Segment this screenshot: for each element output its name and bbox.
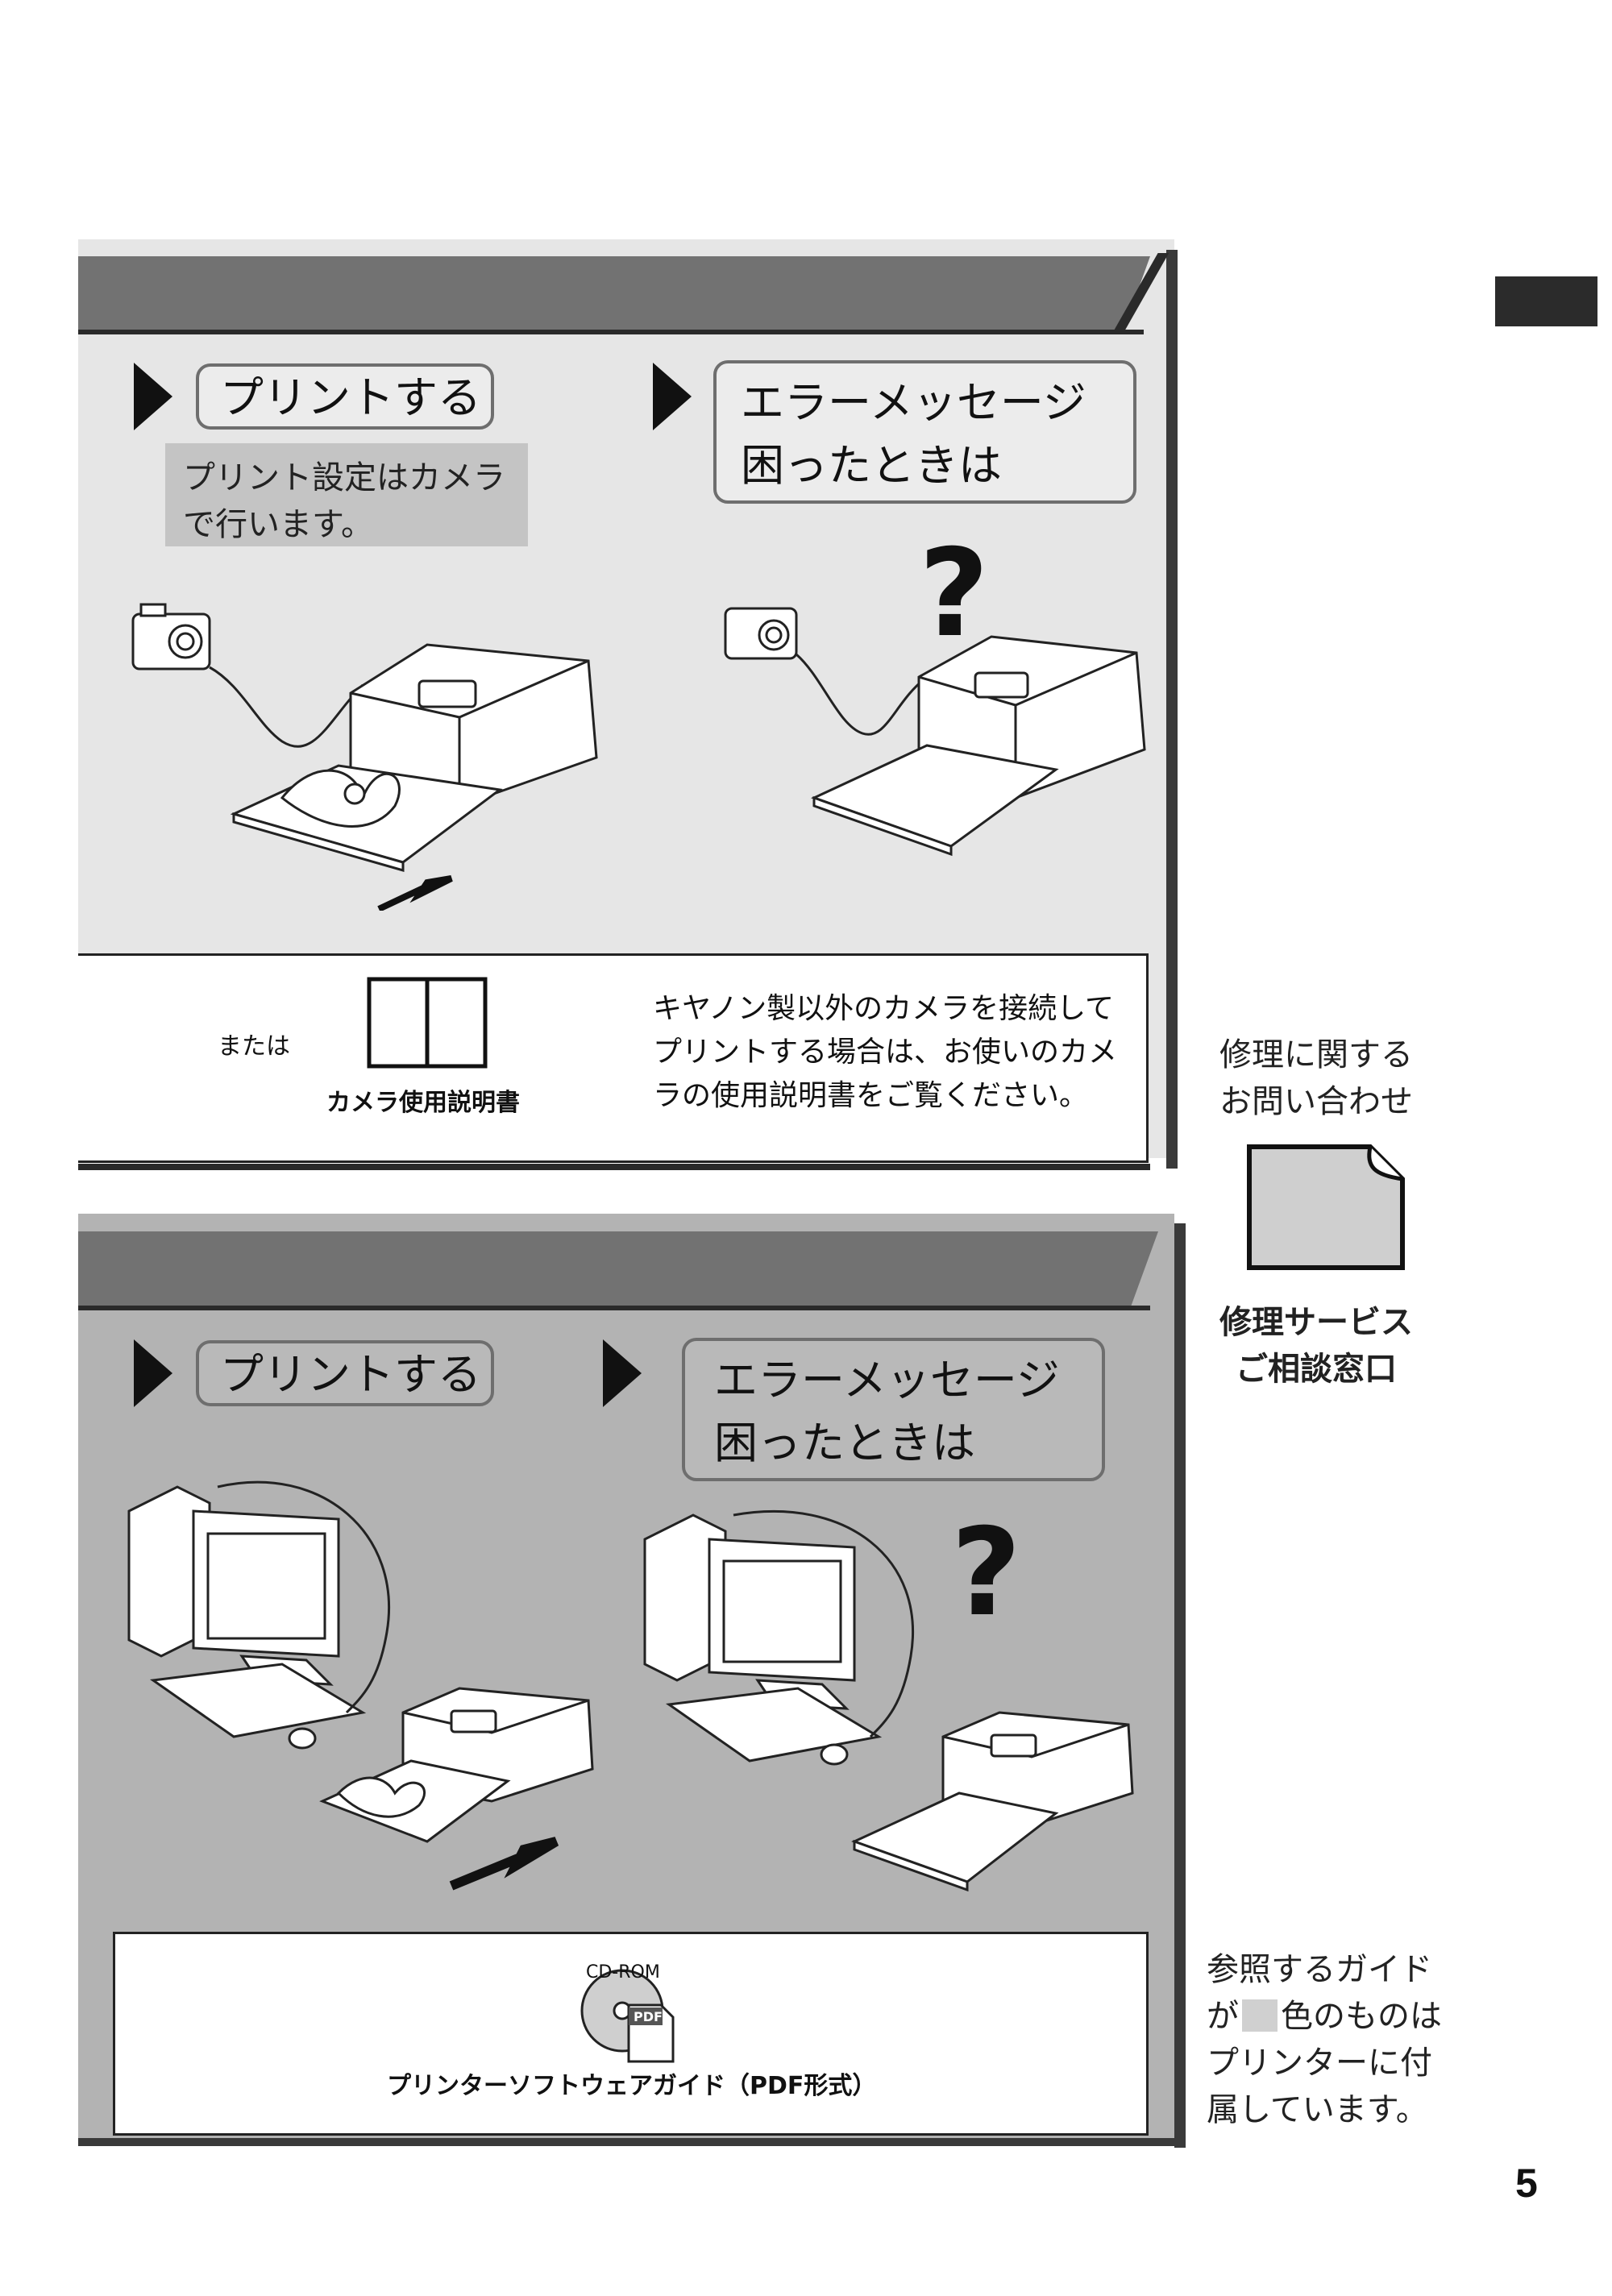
panel-shadow-bottom xyxy=(78,2138,1186,2146)
repair-inquiry-line: 修理に関する xyxy=(1219,1036,1413,1073)
pdf-label: PDF xyxy=(634,2009,663,2024)
repair-service-line: 修理サービス xyxy=(1219,1304,1413,1341)
cd-rom-label: CD-ROM xyxy=(586,1962,660,1983)
error-label: エラーメッセージ 困ったときは xyxy=(713,360,1136,504)
section-tab xyxy=(1495,276,1597,326)
guide-note: 参照するガイド が 色のものは プリンターに付 属しています。 xyxy=(1207,1946,1442,2133)
print-note: プリント設定はカメラ で行います。 xyxy=(165,443,528,546)
document-icon xyxy=(1247,1144,1405,1270)
software-guide-label: プリンターソフトウェアガイド（PDF形式） xyxy=(387,2072,877,2100)
camera-info-box xyxy=(78,953,1149,1163)
computer-printer-error-illustration xyxy=(643,1510,1134,1892)
camera-printer-error-illustration xyxy=(724,607,1146,857)
guide-note-text: が xyxy=(1207,1998,1239,2035)
description-line: プリントする場合は、お使いのカメ xyxy=(653,1036,1118,1069)
guide-note-line: が 色のものは xyxy=(1207,1993,1442,2040)
question-mark: ? xyxy=(951,1503,1022,1643)
print-marker-icon xyxy=(134,363,172,430)
print-label-text: プリントする xyxy=(220,1349,481,1400)
description-line: ラの使用説明書をご覧ください。 xyxy=(653,1079,1089,1112)
error-label-line: 困ったときは xyxy=(741,440,1002,492)
print-label: プリントする xyxy=(196,363,494,430)
print-marker-icon xyxy=(134,1339,172,1407)
error-label-line: 困ったときは xyxy=(714,1418,975,1469)
error-label-line: エラーメッセージ xyxy=(714,1355,1060,1405)
color-swatch xyxy=(1242,1999,1278,2032)
computer-printer-illustration xyxy=(127,1480,594,1891)
panel-header-bar xyxy=(78,256,1150,330)
header-underline xyxy=(78,1306,1150,1310)
panel-shadow xyxy=(1174,1223,1186,2148)
guide-note-line: プリンターに付 xyxy=(1207,2045,1432,2082)
page-number: 5 xyxy=(1515,2161,1538,2206)
description-line: キヤノン製以外のカメラを接続して xyxy=(653,992,1115,1025)
info-box-shadow xyxy=(78,1164,1150,1170)
print-note-line: で行います。 xyxy=(183,506,373,543)
question-mark: ? xyxy=(919,524,990,664)
header-underline xyxy=(78,330,1144,334)
camera-info-description: キヤノン製以外のカメラを接続して プリントする場合は、お使いのカメ ラの使用説明… xyxy=(653,987,1117,1118)
camera-printer-illustration xyxy=(131,603,598,911)
print-label: プリントする xyxy=(196,1340,494,1406)
book-icon xyxy=(367,977,488,1069)
panel-header-bar xyxy=(78,1231,1158,1306)
panel-shadow xyxy=(1166,250,1178,1169)
guide-note-line: 参照するガイド xyxy=(1207,1951,1432,1988)
repair-service-line: ご相談窓口 xyxy=(1236,1351,1397,1388)
guide-note-text: 色のものは xyxy=(1281,1998,1442,2035)
error-marker-icon xyxy=(603,1339,642,1407)
manual-label: カメラ使用説明書 xyxy=(326,1089,520,1117)
or-label: または xyxy=(218,1032,290,1061)
repair-inquiry-title: 修理に関する お問い合わせ xyxy=(1219,1032,1413,1125)
print-label-text: プリントする xyxy=(220,372,481,423)
error-marker-icon xyxy=(653,363,692,430)
repair-service-label: 修理サービス ご相談窓口 xyxy=(1219,1299,1413,1393)
error-label-line: エラーメッセージ xyxy=(741,377,1086,428)
guide-note-line: 属しています。 xyxy=(1207,2091,1428,2128)
repair-inquiry-line: お問い合わせ xyxy=(1219,1083,1413,1120)
error-label: エラーメッセージ 困ったときは xyxy=(682,1338,1105,1481)
cd-rom-pdf-icon xyxy=(580,1969,675,2063)
print-note-line: プリント設定はカメラ xyxy=(183,459,505,496)
